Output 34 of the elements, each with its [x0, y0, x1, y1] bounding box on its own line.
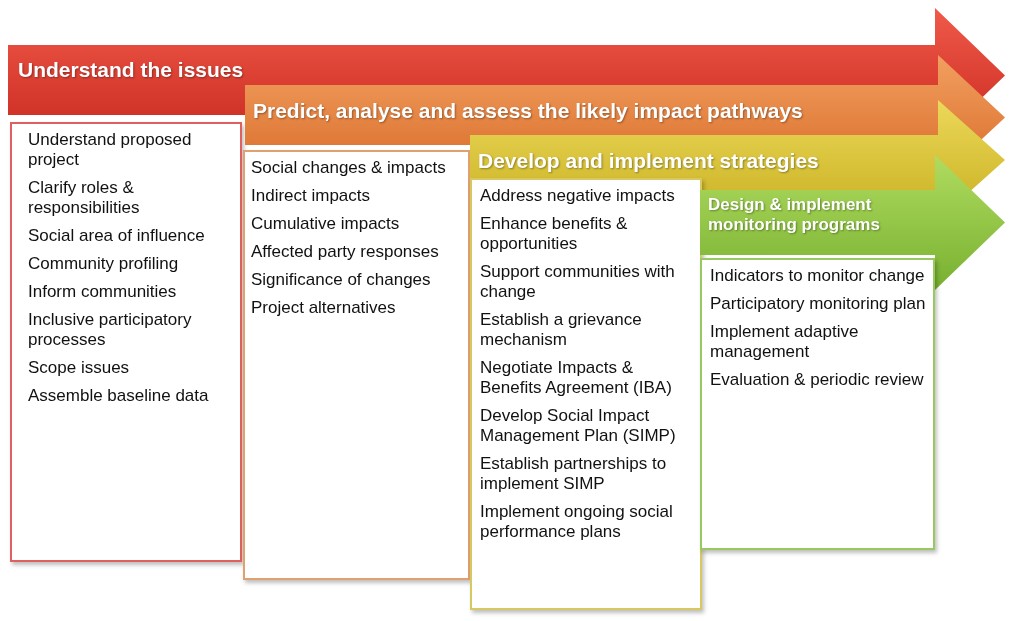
list-item: Significance of changes	[251, 270, 432, 290]
list-item: Indirect impacts	[251, 186, 372, 206]
banner-title: Understand the issues	[18, 58, 244, 82]
list-item: Implement adaptive management	[710, 322, 860, 362]
list-item: Social area of influence	[28, 226, 206, 246]
list-item: Support communities with change	[480, 262, 676, 302]
banner-title: Develop and implement strategies	[478, 149, 819, 173]
list-panel	[243, 150, 470, 580]
list-item: Participatory monitoring plan	[710, 294, 927, 314]
list-panel	[470, 178, 702, 610]
list-item: Negotiate Impacts & Benefits Agreement (IBA)	[480, 358, 673, 398]
list-item: Cumulative impacts	[251, 214, 401, 234]
banner-title: Predict, analyse and assess the likely impact pathways	[253, 99, 803, 123]
list-item: Establish a grievance mechanism	[480, 310, 643, 350]
list-item: Community profiling	[28, 254, 180, 274]
list-item: Project alternatives	[251, 298, 397, 318]
list-item: Indicators to monitor change	[710, 266, 926, 286]
list-item: Address negative impacts	[480, 186, 676, 206]
list-item: Develop Social Impact Management Plan (SIMP)	[480, 406, 677, 446]
banner-title: Design & implement monitoring programs	[708, 195, 881, 235]
list-item: Establish partnerships to implement SIMP	[480, 454, 668, 494]
list-item: Social changes & impacts	[251, 158, 447, 178]
list-item: Inform communities	[28, 282, 178, 302]
list-item: Understand proposed project	[28, 130, 193, 170]
list-item: Enhance benefits & opportunities	[480, 214, 629, 254]
list-item: Implement ongoing social performance plans	[480, 502, 674, 542]
list-item: Inclusive participatory processes	[28, 310, 193, 350]
list-item: Evaluation & periodic review	[710, 370, 925, 390]
list-panel	[700, 258, 935, 550]
list-item: Assemble baseline data	[28, 386, 210, 406]
list-item: Clarify roles & responsibilities	[28, 178, 141, 218]
list-panel	[10, 122, 242, 562]
list-item: Affected party responses	[251, 242, 440, 262]
list-item: Scope issues	[28, 358, 131, 378]
